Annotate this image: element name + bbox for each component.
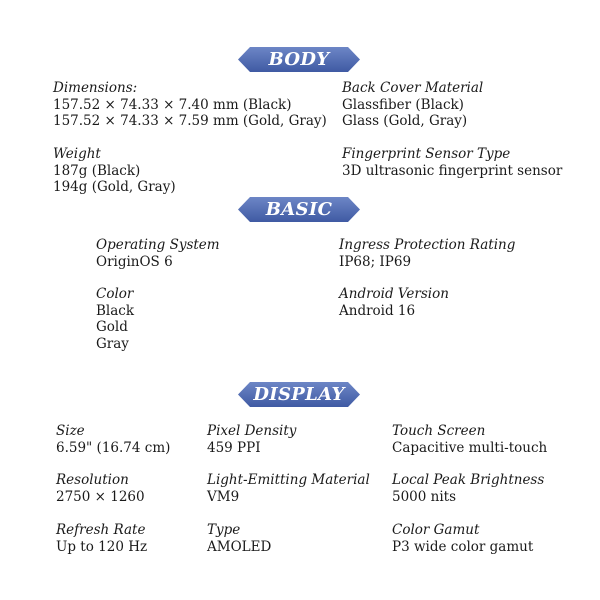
spec-android-version: Android Version Android 16 [339, 286, 449, 319]
spec-value: 187g (Black) [53, 162, 141, 179]
spec-value: Gold [96, 319, 128, 335]
spec-value: Glass (Gold, Gray) [342, 113, 468, 129]
spec-ingress-protection: Ingress Protection Rating IP68; IP69 [339, 237, 515, 270]
spec-peak-brightness: Local Peak Brightness 5000 nits [392, 472, 544, 505]
spec-label: Android Version [339, 286, 449, 302]
spec-label: Color Gamut [392, 522, 480, 538]
spec-touch-screen: Touch Screen Capacitive multi-touch [392, 423, 547, 456]
spec-label: Pixel Density [207, 423, 297, 439]
spec-label: Dimensions: [53, 80, 138, 96]
spec-type: Type AMOLED [207, 522, 271, 555]
spec-label: Operating System [96, 237, 220, 253]
spec-value: OriginOS 6 [96, 253, 173, 270]
spec-value: VM9 [207, 488, 240, 505]
section-title-display: DISPLAY [253, 384, 345, 405]
section-banner-basic: BASIC [238, 197, 360, 222]
spec-value: Black [96, 302, 135, 319]
section-title-body: BODY [268, 49, 330, 70]
spec-label: Ingress Protection Rating [339, 237, 516, 253]
section-title-basic: BASIC [265, 199, 333, 220]
spec-dimensions: Dimensions: 157.52 × 74.33 × 7.40 mm (Bl… [53, 80, 327, 130]
spec-resolution: Resolution 2750 × 1260 [56, 472, 145, 505]
spec-pixel-density: Pixel Density 459 PPI [207, 423, 296, 456]
spec-value: 3D ultrasonic fingerprint sensor [342, 162, 563, 179]
spec-label: Touch Screen [392, 423, 486, 439]
spec-value: Android 16 [339, 302, 416, 319]
spec-fingerprint: Fingerprint Sensor Type 3D ultrasonic fi… [342, 146, 562, 179]
section-banner-body: BODY [238, 47, 360, 72]
spec-label: Local Peak Brightness [392, 472, 545, 488]
spec-back-cover: Back Cover Material Glassfiber (Black) G… [342, 80, 483, 130]
spec-value: 2750 × 1260 [56, 488, 145, 505]
spec-light-emitting-material: Light-Emitting Material VM9 [207, 472, 370, 505]
spec-value: 157.52 × 74.33 × 7.59 mm (Gold, Gray) [53, 113, 327, 129]
spec-value: 5000 nits [392, 488, 457, 505]
section-banner-display: DISPLAY [238, 382, 360, 407]
spec-value: P3 wide color gamut [392, 538, 534, 555]
spec-value: AMOLED [207, 538, 272, 555]
spec-value: 157.52 × 74.33 × 7.40 mm (Black) [53, 96, 292, 113]
spec-label: Light-Emitting Material [207, 472, 370, 488]
spec-label: Refresh Rate [56, 522, 146, 538]
spec-value: 6.59" (16.74 cm) [56, 439, 171, 456]
spec-label: Resolution [56, 472, 129, 488]
spec-value: Glassfiber (Black) [342, 96, 464, 113]
spec-label: Color [96, 286, 134, 302]
spec-value: Capacitive multi-touch [392, 439, 548, 456]
spec-color: Color Black Gold Gray [96, 286, 134, 352]
spec-weight: Weight 187g (Black) 194g (Gold, Gray) [53, 146, 176, 196]
spec-value: IP68; IP69 [339, 253, 412, 270]
spec-label: Back Cover Material [342, 80, 484, 96]
spec-refresh-rate: Refresh Rate Up to 120 Hz [56, 522, 147, 555]
spec-label: Weight [53, 146, 101, 162]
spec-color-gamut: Color Gamut P3 wide color gamut [392, 522, 533, 555]
spec-value: 459 PPI [207, 439, 261, 456]
spec-operating-system: Operating System OriginOS 6 [96, 237, 220, 270]
spec-value: Gray [96, 335, 129, 352]
spec-label: Fingerprint Sensor Type [342, 146, 511, 162]
spec-size: Size 6.59" (16.74 cm) [56, 423, 170, 456]
spec-label: Size [56, 423, 85, 439]
spec-label: Type [207, 522, 241, 538]
spec-value: 194g (Gold, Gray) [53, 179, 176, 195]
spec-value: Up to 120 Hz [56, 538, 148, 555]
